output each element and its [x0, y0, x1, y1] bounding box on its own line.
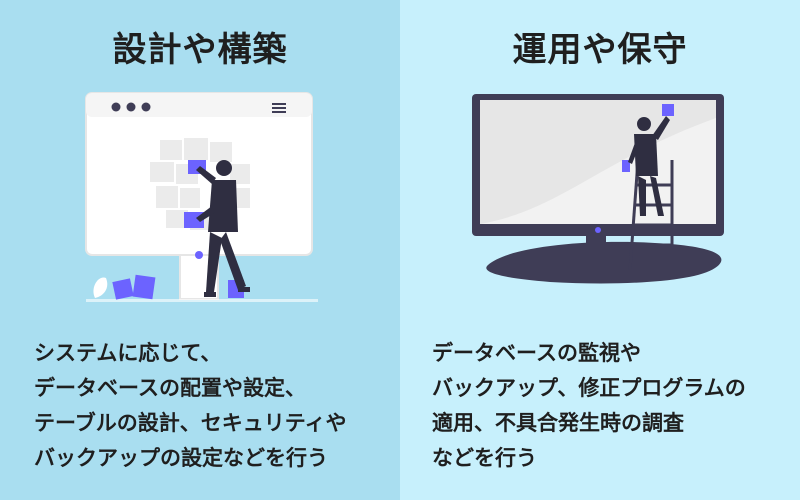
- paint-roller-icon: [662, 104, 674, 116]
- power-dot-icon: [195, 251, 203, 259]
- panel-description: システムに応じて、 データベースの配置や設定、 テーブルの設計、セキュリティや …: [34, 336, 346, 476]
- panel-title: 設計や構築: [112, 30, 288, 70]
- person-figure: [184, 160, 250, 297]
- window-dot-icon: [111, 102, 121, 112]
- menu-icon: [272, 103, 286, 113]
- description-line: データベースの配置や設定、: [34, 376, 306, 400]
- monitor-painter-illustration: [472, 94, 724, 284]
- browser-titlebar: [86, 93, 312, 117]
- description-line: バックアップの設定などを行う: [34, 446, 328, 470]
- window-dot-icon: [141, 102, 151, 112]
- monitor-base: [486, 241, 722, 284]
- panel-design-build: 設計や構築: [0, 0, 400, 500]
- block-icon: [132, 274, 156, 300]
- paint-bucket-icon: [622, 160, 630, 172]
- description-line: システムに応じて、: [34, 341, 222, 365]
- ladder-icon: [628, 159, 674, 271]
- ground-line: [86, 299, 318, 302]
- panel-operation-maintenance: 運用や保守: [400, 0, 800, 500]
- person-figure: [622, 104, 674, 216]
- description-line: などを行う: [432, 446, 537, 470]
- leaf-icon: [93, 277, 108, 298]
- browser-builder-illustration: [85, 92, 318, 302]
- description-line: バックアップ、修正プログラムの: [432, 376, 746, 400]
- description-line: データベースの監視や: [432, 341, 641, 365]
- block-icon: [112, 278, 134, 300]
- window-dot-icon: [126, 102, 136, 112]
- description-line: テーブルの設計、セキュリティや: [34, 411, 347, 435]
- panel-title: 運用や保守: [512, 30, 688, 70]
- power-dot-icon: [595, 227, 601, 233]
- panel-description: データベースの監視や バックアップ、修正プログラムの 適用、不具合発生時の調査 …: [432, 336, 746, 476]
- description-line: 適用、不具合発生時の調査: [432, 411, 684, 435]
